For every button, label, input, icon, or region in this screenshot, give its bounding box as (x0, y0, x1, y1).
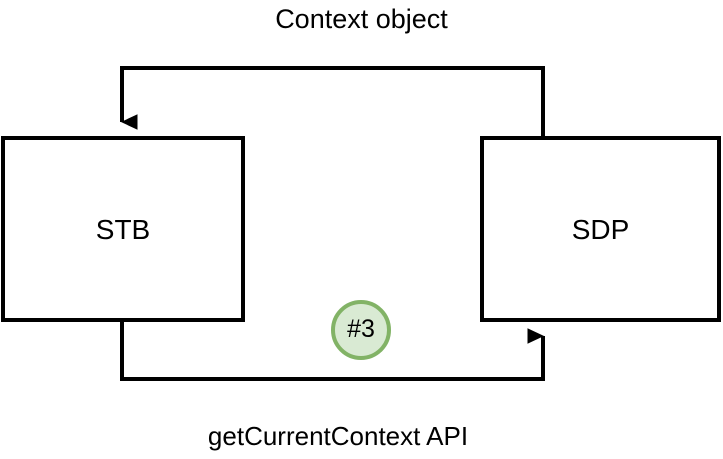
step-badge-label: #3 (347, 315, 375, 343)
step-badge-circle[interactable] (331, 300, 391, 360)
node-sdp-box[interactable] (480, 136, 721, 322)
node-label-stb: STB (95, 214, 151, 245)
edge-context-object-line (120, 66, 545, 138)
edge-label-context-object: Context object (275, 4, 448, 34)
node-stb-box[interactable] (1, 136, 245, 322)
edge-label-getcurrentcontext-api: getCurrentContext API (207, 421, 469, 451)
node-label-sdp: SDP (571, 214, 630, 245)
edge-getcurrentcontext-line (120, 320, 545, 381)
